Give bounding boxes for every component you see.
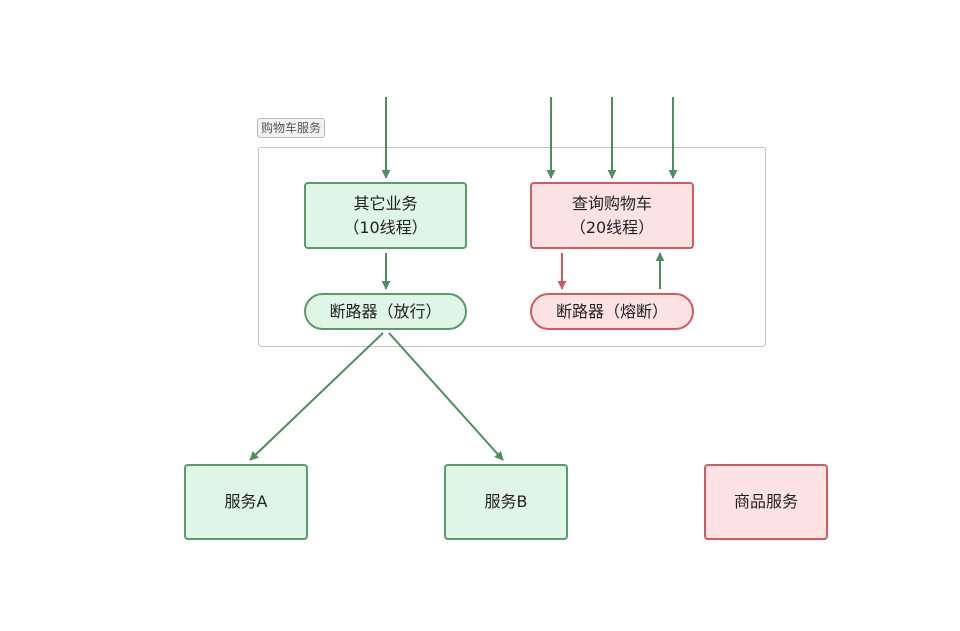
service-a-node[interactable]: 服务A: [184, 464, 308, 540]
query-cart-node[interactable]: 查询购物车 （20线程）: [530, 182, 694, 249]
goods-service-node[interactable]: 商品服务: [704, 464, 828, 540]
edge-breaker-to-service-a: [249, 332, 384, 461]
edge-breaker-to-service-b: [388, 332, 504, 461]
goods-service-label: 商品服务: [733, 492, 798, 511]
cart-service-cluster: [258, 147, 766, 347]
query-cart-threads: （20线程）: [569, 217, 655, 237]
service-b-label: 服务B: [484, 492, 528, 511]
breaker-tripped-label: 断路器（熔断）: [555, 301, 668, 321]
cluster-label: 购物车服务: [257, 118, 326, 138]
breaker-tripped-node[interactable]: 断路器（熔断）: [530, 293, 694, 330]
query-cart-title: 查询购物车: [571, 193, 652, 213]
other-business-threads: （10线程）: [343, 217, 428, 237]
service-b-node[interactable]: 服务B: [444, 464, 568, 540]
other-business-title: 其它业务: [353, 193, 418, 213]
breaker-open-node[interactable]: 断路器（放行）: [304, 293, 467, 330]
service-a-label: 服务A: [224, 492, 268, 511]
other-business-node[interactable]: 其它业务 （10线程）: [304, 182, 467, 249]
breaker-open-label: 断路器（放行）: [329, 301, 442, 321]
